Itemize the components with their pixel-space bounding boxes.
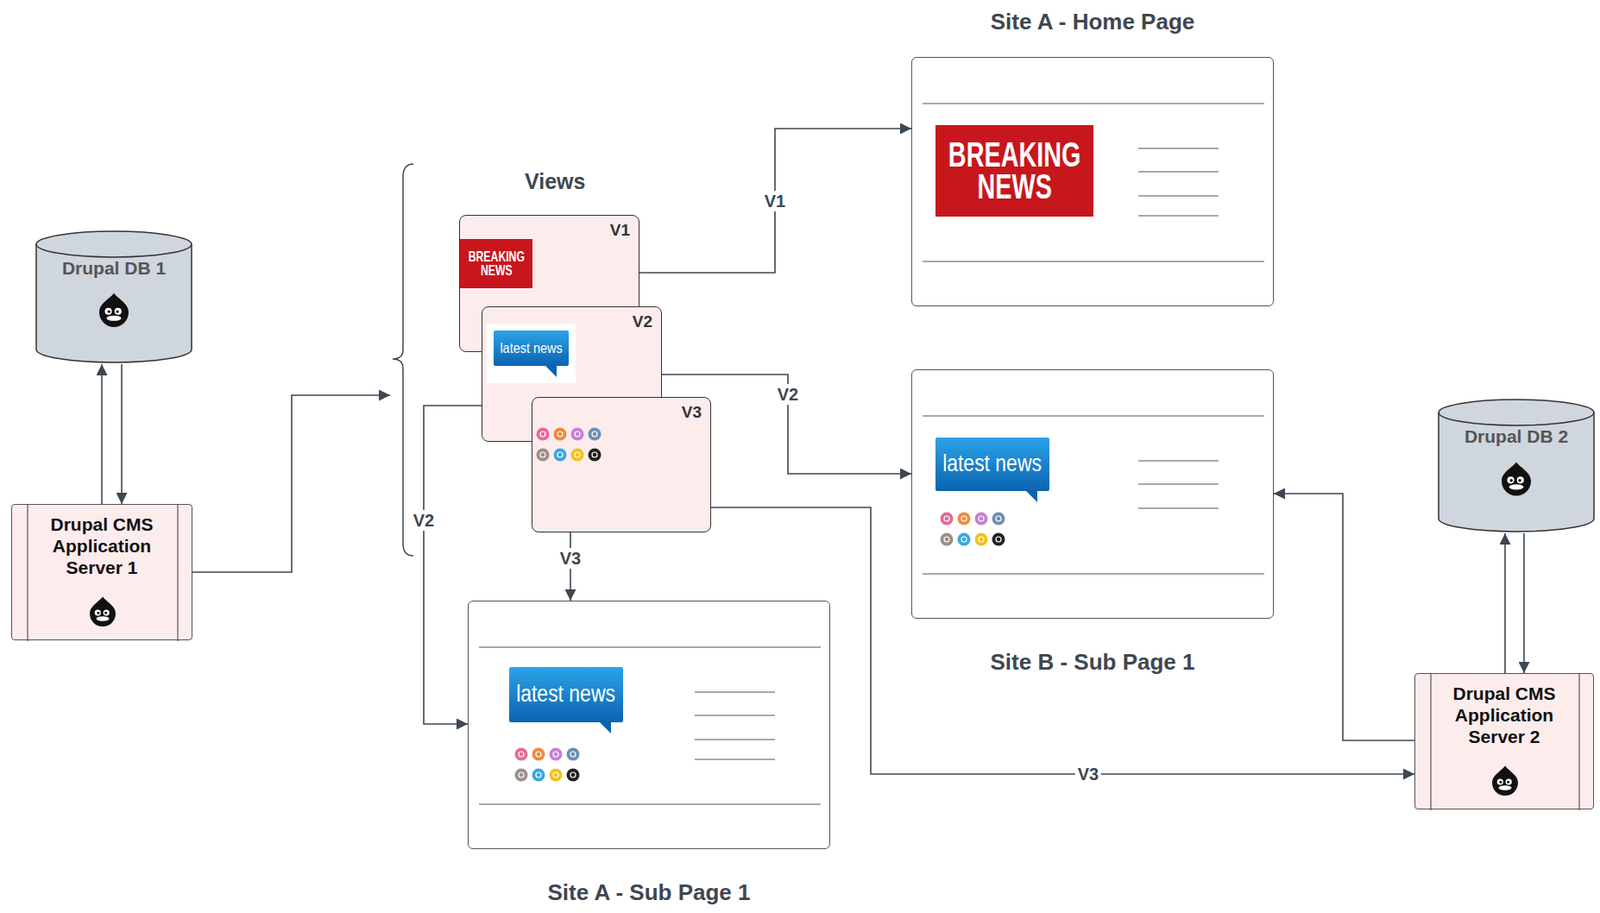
drupal-logo xyxy=(1492,766,1519,797)
latest-news-badge: latest news xyxy=(935,437,1050,506)
node-label: Drupal DB 2 xyxy=(1437,426,1595,448)
node-label: Drupal DB 1 xyxy=(35,258,193,279)
drupal-logo xyxy=(1501,461,1531,496)
connector-arrow xyxy=(1504,533,1506,674)
page-title: Site A - Home Page xyxy=(912,8,1273,35)
web-page: Site A - Home PageBREAKING NEWS xyxy=(911,56,1274,307)
connector-arrow xyxy=(100,364,103,504)
view-card: V3 xyxy=(531,396,712,533)
page-title: Site B - Sub Page 1 xyxy=(912,648,1273,675)
web-page: Site A - Sub Page 1latest news xyxy=(467,600,831,850)
logo-text: BREAKING NEWS xyxy=(467,250,524,278)
server-box: Drupal CMS Application Server 1 xyxy=(11,503,193,641)
database-cylinder: Drupal DB 1 xyxy=(35,230,193,364)
speech-bubble: latest news xyxy=(935,437,1050,492)
views-group: ViewsV1BREAKING NEWS V2 latest newsV3 xyxy=(414,163,725,544)
logo-text: latest news xyxy=(516,680,617,708)
connector-label: V1 xyxy=(762,190,788,212)
brace-path xyxy=(392,163,414,556)
drupal-logo xyxy=(89,597,116,627)
node-art xyxy=(1437,398,1595,533)
speech-bubble: latest news xyxy=(493,330,569,366)
latest-news-badge: latest news xyxy=(509,667,624,738)
logo-text: latest news xyxy=(499,340,562,358)
connector-arrow xyxy=(120,364,123,504)
group-heading: Views xyxy=(524,169,586,195)
node-art xyxy=(35,230,193,364)
breaking-news-badge: BREAKING NEWS xyxy=(935,125,1094,217)
latest-news-badge: latest news xyxy=(486,323,576,384)
connector-label: V3 xyxy=(557,548,584,569)
node-art xyxy=(912,370,1275,620)
view-label: V1 xyxy=(610,220,630,240)
node-label: Drupal CMS Application Server 2 xyxy=(1435,682,1574,749)
node-label: Drupal CMS Application Server 1 xyxy=(32,513,171,580)
connector-arrow xyxy=(1523,533,1525,674)
logo-text: latest news xyxy=(943,450,1043,478)
bubble-tail xyxy=(1025,490,1038,503)
server-box: Drupal CMS Application Server 2 xyxy=(1414,673,1594,810)
breaking-news-badge: BREAKING NEWS xyxy=(459,239,533,289)
web-page: Site B - Sub Page 1latest news xyxy=(911,369,1274,619)
social-icons xyxy=(536,428,602,462)
connector-label: V3 xyxy=(1075,763,1102,785)
page-title: Site A - Sub Page 1 xyxy=(468,879,830,906)
bubble-tail xyxy=(544,365,557,378)
connector-arrow xyxy=(1273,493,1415,741)
connector-label: V2 xyxy=(410,510,437,531)
social-icons xyxy=(515,748,580,782)
drupal-logo xyxy=(99,293,129,328)
database-cylinder: Drupal DB 2 xyxy=(1437,398,1595,533)
speech-bubble: latest news xyxy=(509,667,624,723)
social-icons xyxy=(940,512,1006,547)
node-art xyxy=(468,601,832,851)
connector-arrow xyxy=(192,395,391,573)
bubble-tail xyxy=(598,721,612,734)
view-label: V3 xyxy=(681,403,702,423)
logo-text: BREAKING NEWS xyxy=(948,138,1082,203)
view-label: V2 xyxy=(632,312,653,332)
connector-label: V2 xyxy=(774,384,801,405)
connector-arrow xyxy=(639,128,912,273)
